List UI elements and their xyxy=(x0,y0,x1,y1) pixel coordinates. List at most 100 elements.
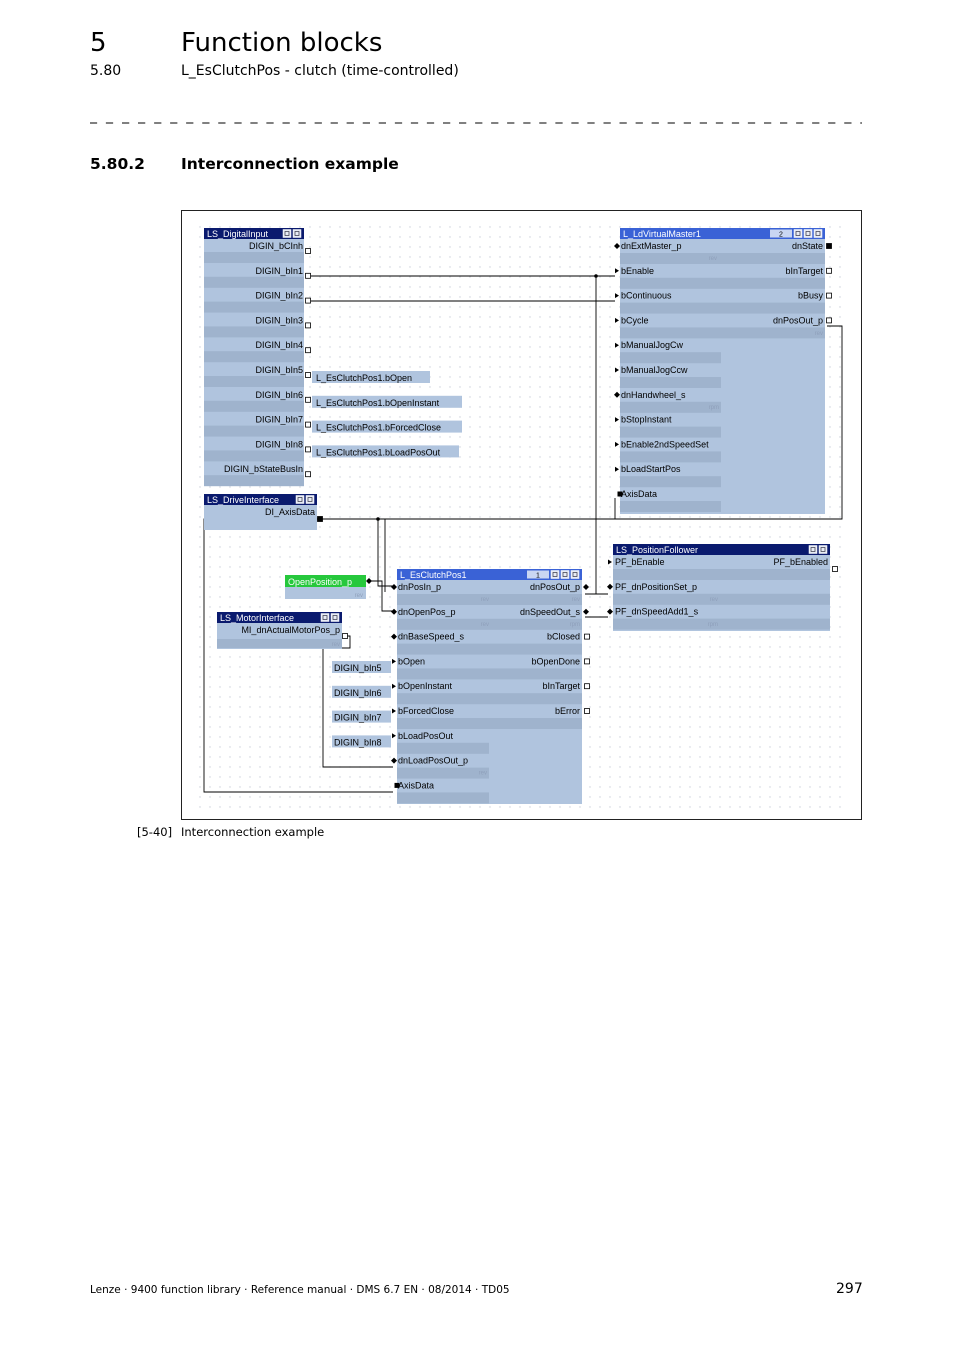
window-glyph-icon xyxy=(322,615,328,620)
signal-label-in: DIGIN_bIn5 xyxy=(334,663,382,673)
constant-label: OpenPosition_p xyxy=(288,577,352,587)
input-label: dnOpenPos_p xyxy=(398,607,456,617)
signal-label-in: DIGIN_bIn6 xyxy=(334,688,382,698)
block-ls-positionfollower: LS_PositionFollowerPF_bEnablePF_dnPositi… xyxy=(607,544,838,631)
block-window-icon xyxy=(320,613,330,622)
signal-labels: L_EsClutchPos1.bOpenL_EsClutchPos1.bOpen… xyxy=(312,371,462,748)
port-diamond xyxy=(607,608,613,615)
port-diamond xyxy=(391,633,397,640)
signal-label-box xyxy=(312,445,459,458)
input-label: bEnable xyxy=(621,266,654,276)
output-pin xyxy=(826,243,832,249)
window-glyph-icon xyxy=(815,231,821,236)
output-label: DIGIN_bIn7 xyxy=(255,415,303,425)
output-label: bInTarget xyxy=(785,266,823,276)
port-diamond xyxy=(607,583,613,590)
input-arrow xyxy=(615,417,619,423)
unit-label: rev xyxy=(481,597,489,603)
output-label: bOpenDone xyxy=(531,656,580,666)
row-stripe xyxy=(204,301,304,313)
signal-label-out: L_EsClutchPos1.bOpen xyxy=(316,373,412,383)
block-ls-digitalinput: LS_DigitalInputDIGIN_bCInhDIGIN_bIn1DIGI… xyxy=(204,228,311,487)
input-label: bOpen xyxy=(398,656,425,666)
input-label: bLoadPosOut xyxy=(398,731,454,741)
constant-title-bar xyxy=(285,575,366,587)
row-stripe xyxy=(204,400,304,412)
output-label: dnPosOut_p xyxy=(530,582,580,592)
block-window-icon xyxy=(292,229,302,238)
block-title-bar xyxy=(204,228,304,239)
output-label: DIGIN_bIn4 xyxy=(255,340,303,350)
row-stripe xyxy=(620,352,721,364)
output-pin xyxy=(305,372,311,378)
output-pin xyxy=(826,267,832,274)
input-arrow xyxy=(615,441,619,447)
signal-label-out: L_EsClutchPos1.bOpenInstant xyxy=(316,398,440,408)
input-label: bOpenInstant xyxy=(398,681,453,691)
signal-label-in: DIGIN_bIn8 xyxy=(334,737,382,747)
output-label: DIGIN_bIn6 xyxy=(255,390,303,400)
input-label: bLoadStartPos xyxy=(621,464,681,474)
input-label: dnLoadPosOut_p xyxy=(398,756,468,766)
signal-label-box xyxy=(332,661,391,673)
row-stripe xyxy=(620,277,825,289)
row-stripe xyxy=(204,252,304,263)
input-label: dnHandwheel_s xyxy=(621,390,686,400)
window-glyph-icon xyxy=(572,572,578,577)
instance-badge xyxy=(527,570,549,579)
window-glyph-icon xyxy=(297,497,303,502)
unit-label: rev xyxy=(479,771,487,777)
row-stripe xyxy=(620,501,721,512)
signal-label-box xyxy=(332,710,391,723)
input-label: dnExtMaster_p xyxy=(621,241,682,251)
block-title-bar xyxy=(397,569,582,580)
block-window-icon xyxy=(330,613,340,622)
row-stripe xyxy=(397,643,582,655)
output-pin xyxy=(342,633,348,639)
block-title: LS_PositionFollower xyxy=(616,545,698,555)
figure-caption-text: Interconnection example xyxy=(181,825,325,839)
output-label: DI_AxisData xyxy=(265,507,315,517)
instance-badge-text: 1 xyxy=(536,573,540,580)
port-diamond xyxy=(614,391,620,398)
input-label: PF_dnSpeedAdd1_s xyxy=(615,607,699,617)
section-title: L_EsClutchPos - clutch (time-controlled) xyxy=(181,63,459,79)
row-stripe xyxy=(204,351,304,363)
window-glyph-icon xyxy=(562,572,568,577)
input-label: AxisData xyxy=(621,489,657,499)
unit-label: rev xyxy=(709,256,717,262)
output-pin xyxy=(305,322,311,329)
output-pin xyxy=(305,297,311,304)
row-stripe xyxy=(204,376,304,387)
input-label: bCycle xyxy=(621,315,649,325)
output-pin xyxy=(305,446,311,453)
row-stripe xyxy=(397,742,489,754)
signal-label-box xyxy=(312,395,462,408)
signal-label-box xyxy=(332,735,391,748)
output-pin xyxy=(305,347,311,354)
wire xyxy=(377,519,393,587)
row-stripe xyxy=(397,792,489,804)
block-title: LS_DigitalInput xyxy=(207,229,269,239)
input-label: bContinuous xyxy=(621,291,672,301)
signal-label-box xyxy=(312,371,430,383)
input-arrow xyxy=(615,293,619,299)
input-arrow xyxy=(392,733,396,739)
window-glyph-icon xyxy=(294,231,300,236)
signal-label-box xyxy=(332,685,391,698)
output-pin xyxy=(305,421,311,428)
block-window-icon xyxy=(818,545,828,554)
interconnection-diagram: LS_DigitalInputDIGIN_bCInhDIGIN_bIn1DIGI… xyxy=(199,226,847,809)
window-glyph-icon xyxy=(284,231,290,236)
block-window-icon xyxy=(803,229,813,238)
block-window-icon xyxy=(570,570,580,579)
row-stripe xyxy=(620,302,825,314)
row-stripe xyxy=(620,451,721,463)
input-label: dnBaseSpeed_s xyxy=(398,632,465,642)
block-body xyxy=(620,228,825,514)
signal-label-box xyxy=(312,420,462,433)
